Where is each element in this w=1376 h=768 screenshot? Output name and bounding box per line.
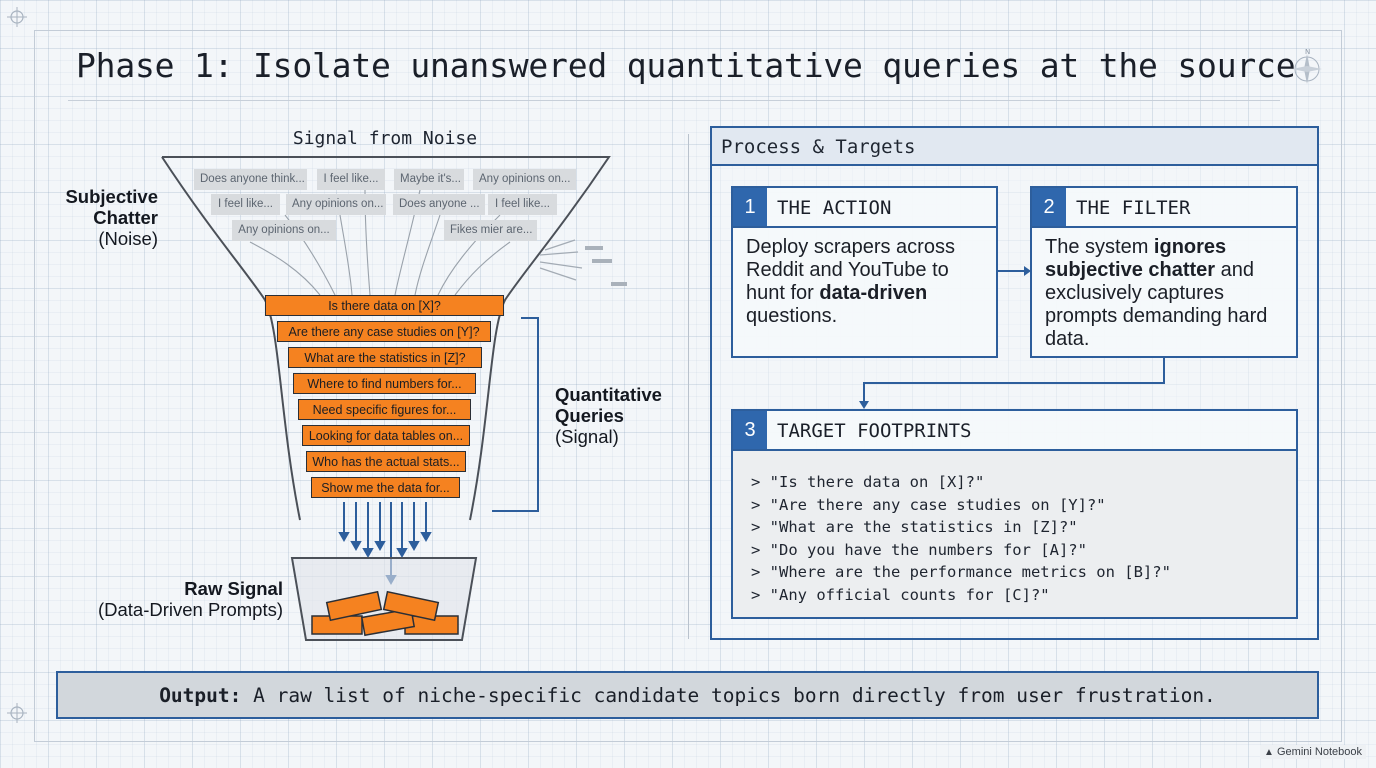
card-rule <box>733 226 996 228</box>
query-chip: Is there data on [X]? <box>265 295 504 316</box>
filter-card: 2 THE FILTER The system ignores subjecti… <box>1030 186 1298 358</box>
crosshair-icon <box>7 703 27 723</box>
query-chip: Looking for data tables on... <box>302 425 470 446</box>
label-line: Queries <box>555 405 624 426</box>
body-emphasis: ignores subjective chatter <box>1045 236 1227 281</box>
noise-chip: Does anyone think... <box>194 169 307 190</box>
label-line: Chatter <box>93 207 158 228</box>
body-text: questions. <box>746 305 838 327</box>
noise-chip: I feel like... <box>488 194 557 215</box>
body-text: and exclusively captures prompts demandi… <box>1045 259 1268 350</box>
svg-text:N: N <box>1305 48 1310 56</box>
notebook-icon: ▲ <box>1264 747 1274 758</box>
query-chip: Who has the actual stats... <box>306 451 466 472</box>
funnel-title: Signal from Noise <box>292 128 478 149</box>
watermark: ▲ Gemini Notebook <box>1260 745 1366 759</box>
panel-header: Process & Targets <box>712 128 1317 166</box>
discard-arrows <box>539 239 583 281</box>
card-title: THE FILTER <box>1076 197 1191 219</box>
target-footprints-card: 3 TARGET FOOTPRINTS > "Is there data on … <box>731 409 1298 619</box>
body-text: Deploy scrapers across Reddit and YouTub… <box>746 236 955 304</box>
section-divider <box>688 134 689 639</box>
funnel-diagram <box>161 156 627 641</box>
output-banner: Output: A raw list of niche-specific can… <box>56 671 1319 719</box>
step-number: 3 <box>733 411 767 449</box>
card-title: TARGET FOOTPRINTS <box>777 420 972 442</box>
noise-chip: Any opinions on... <box>232 220 336 241</box>
card-title: THE ACTION <box>777 197 892 219</box>
blueprint-frame <box>34 30 1342 742</box>
query-chip: Need specific figures for... <box>298 399 471 420</box>
label-line: Raw Signal <box>184 578 283 599</box>
query-chip: Are there any case studies on [Y]? <box>277 321 491 342</box>
output-text: Output: A raw list of niche-specific can… <box>58 684 1317 707</box>
query-chip: What are the statistics in [Z]? <box>288 347 482 368</box>
label-line: Quantitative <box>555 384 662 405</box>
body-text: The system <box>1045 236 1154 258</box>
label-line: (Noise) <box>98 228 158 249</box>
signal-arrows <box>338 502 432 586</box>
noise-chip: Maybe it's... <box>394 169 464 190</box>
step-number: 2 <box>1032 188 1066 226</box>
output-description: A raw list of niche-specific candidate t… <box>241 684 1216 707</box>
card-body: Deploy scrapers across Reddit and YouTub… <box>746 236 988 328</box>
action-card: 1 THE ACTION Deploy scrapers across Redd… <box>731 186 998 358</box>
label-line: (Data-Driven Prompts) <box>97 599 283 620</box>
footprint-item: > "Is there data on [X]?" <box>751 473 985 491</box>
label-line: Subjective <box>65 186 158 207</box>
card-rule <box>733 449 1296 451</box>
footprint-item: > "Where are the performance metrics on … <box>751 563 1171 581</box>
title-rule <box>68 100 1280 101</box>
raw-signal-label: Raw Signal (Data-Driven Prompts) <box>80 578 283 620</box>
footprint-item: > "Do you have the numbers for [A]?" <box>751 541 1087 559</box>
footprint-item: > "What are the statistics in [Z]?" <box>751 518 1078 536</box>
body-emphasis: data-driven <box>819 282 928 304</box>
noise-chip: I feel like... <box>317 169 385 190</box>
panel-heading: Process & Targets <box>721 136 916 158</box>
query-chip: Show me the data for... <box>311 477 460 498</box>
noise-chip: Any opinions on... <box>473 169 576 190</box>
subjective-chatter-label: Subjective Chatter (Noise) <box>46 186 158 249</box>
quantitative-queries-label: Quantitative Queries (Signal) <box>555 384 685 447</box>
card-body: The system ignores subjective chatter an… <box>1045 236 1288 351</box>
label-line: (Signal) <box>555 426 619 447</box>
query-chip: Where to find numbers for... <box>293 373 476 394</box>
step-number: 1 <box>733 188 767 226</box>
footprint-item: > "Any official counts for [C]?" <box>751 586 1050 604</box>
footprints-list: > "Is there data on [X]?" > "Are there a… <box>733 451 1296 617</box>
noise-chip: Does anyone ... <box>393 194 485 215</box>
noise-chip: Fikes mier are... <box>444 220 537 241</box>
crosshair-icon <box>7 7 27 27</box>
compass-icon: N <box>1292 48 1322 84</box>
quant-bracket <box>492 317 539 512</box>
output-label: Output: <box>159 684 242 707</box>
funnel-outline <box>162 156 611 521</box>
collected-blocks <box>311 590 459 637</box>
noise-chip: Any opinions on... <box>286 194 386 215</box>
footprint-item: > "Are there any case studies on [Y]?" <box>751 496 1106 514</box>
noise-chip: I feel like... <box>211 194 280 215</box>
page-title: Phase 1: Isolate unanswered quantitative… <box>76 46 1296 85</box>
watermark-text: Gemini Notebook <box>1277 746 1362 758</box>
card-rule <box>1032 226 1296 228</box>
